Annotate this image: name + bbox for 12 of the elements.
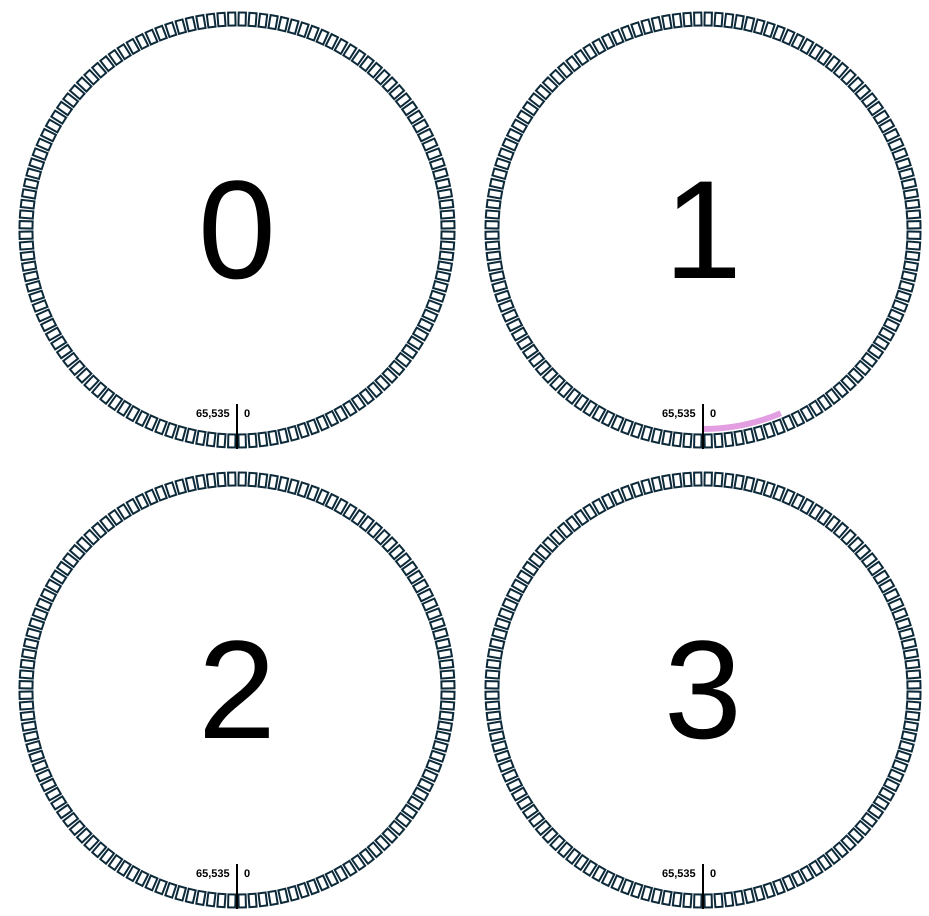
- zero-index-label: 0: [244, 408, 250, 420]
- buffer-number: 0: [198, 160, 276, 300]
- max-index-label: 65,535: [662, 868, 696, 880]
- max-index-label: 65,535: [196, 408, 230, 420]
- buffer-number: 2: [198, 620, 276, 760]
- max-index-label: 65,535: [196, 868, 230, 880]
- zero-index-label: 0: [710, 408, 716, 420]
- max-index-label: 65,535: [662, 408, 696, 420]
- buffer-number: 1: [664, 160, 742, 300]
- zero-index-label: 0: [710, 868, 716, 880]
- zero-index-label: 0: [244, 868, 250, 880]
- buffer-number: 3: [664, 620, 742, 760]
